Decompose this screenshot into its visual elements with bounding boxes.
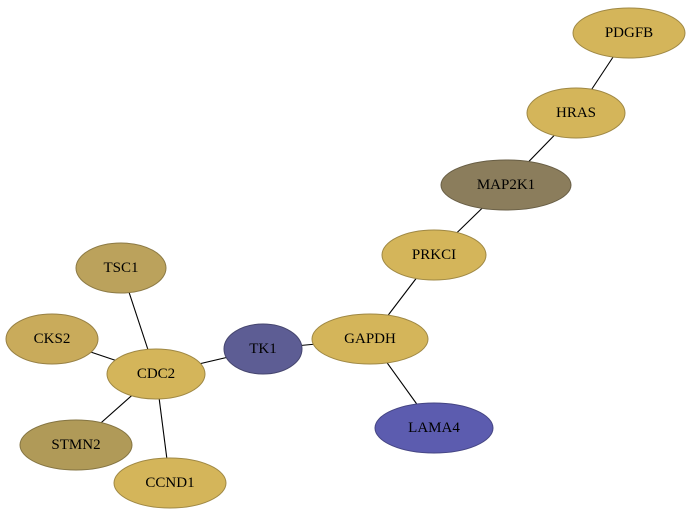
node-stmn2[interactable]: STMN2 — [19, 419, 133, 471]
node-ellipse — [106, 348, 206, 400]
node-gapdh[interactable]: GAPDH — [311, 313, 429, 365]
node-label: CCND1 — [145, 475, 194, 491]
node-label: TSC1 — [103, 260, 138, 276]
node-ccnd1[interactable]: CCND1 — [113, 457, 227, 509]
node-ellipse — [5, 313, 99, 365]
node-ellipse — [19, 419, 133, 471]
node-hras[interactable]: HRAS — [526, 87, 626, 139]
node-lama4[interactable]: LAMA4 — [374, 402, 494, 454]
node-cdc2[interactable]: CDC2 — [106, 348, 206, 400]
node-ellipse — [374, 402, 494, 454]
node-label: HRAS — [556, 105, 596, 121]
node-tk1[interactable]: TK1 — [223, 323, 303, 375]
node-label: PDGFB — [605, 25, 653, 41]
node-ellipse — [311, 313, 429, 365]
node-ellipse — [440, 159, 572, 211]
node-cks2[interactable]: CKS2 — [5, 313, 99, 365]
node-prkci[interactable]: PRKCI — [381, 229, 487, 281]
node-ellipse — [113, 457, 227, 509]
node-label: GAPDH — [344, 331, 396, 347]
node-label: CDC2 — [137, 366, 175, 382]
node-label: STMN2 — [51, 437, 100, 453]
node-ellipse — [381, 229, 487, 281]
node-pdgfb[interactable]: PDGFB — [572, 7, 686, 59]
node-label: CKS2 — [34, 331, 71, 347]
node-label: PRKCI — [412, 247, 456, 263]
node-map2k1[interactable]: MAP2K1 — [440, 159, 572, 211]
node-label: MAP2K1 — [477, 177, 535, 193]
node-label: LAMA4 — [408, 420, 460, 436]
node-label: TK1 — [249, 341, 277, 357]
node-ellipse — [572, 7, 686, 59]
node-tsc1[interactable]: TSC1 — [75, 242, 167, 294]
node-ellipse — [526, 87, 626, 139]
node-ellipse — [223, 323, 303, 375]
node-ellipse — [75, 242, 167, 294]
